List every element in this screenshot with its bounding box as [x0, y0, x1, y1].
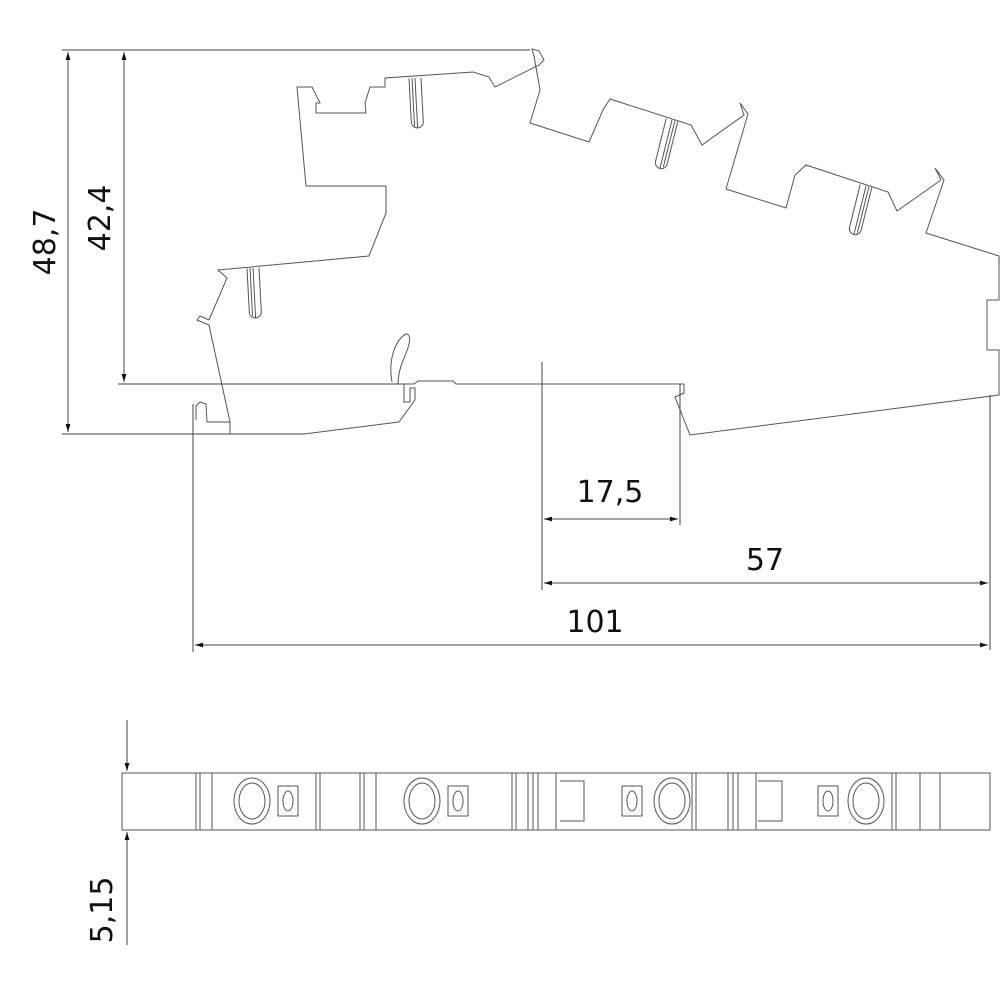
test-socket: [621, 785, 643, 817]
screw-opening: [653, 777, 691, 825]
dim-offset-mid: 57: [746, 543, 784, 578]
test-socket: [447, 785, 469, 817]
dim-total-length: 101: [566, 605, 623, 640]
screw-opening: [847, 777, 885, 825]
dim-height-to-rail: 42,4: [83, 185, 118, 252]
terminal-block-outline: [195, 48, 1000, 436]
spring-pin-2: [654, 118, 679, 170]
spring-pin-1: [408, 77, 424, 129]
dim-total-height: 48,7: [28, 209, 63, 276]
test-socket: [277, 785, 299, 817]
dim-width: 5,15: [85, 877, 120, 944]
top-view: [121, 772, 991, 831]
bridge-slot: [758, 780, 783, 822]
side-view: [195, 48, 1000, 436]
dim-offset-short: 17,5: [577, 475, 644, 510]
screw-opening: [403, 777, 441, 825]
release-lever: [390, 333, 411, 385]
bridge-slot: [560, 780, 585, 822]
screw-opening: [233, 777, 271, 825]
test-socket: [817, 785, 839, 817]
spring-pin-3: [848, 184, 873, 236]
spring-pin-4: [246, 267, 262, 319]
dimension-lines: [62, 49, 991, 945]
